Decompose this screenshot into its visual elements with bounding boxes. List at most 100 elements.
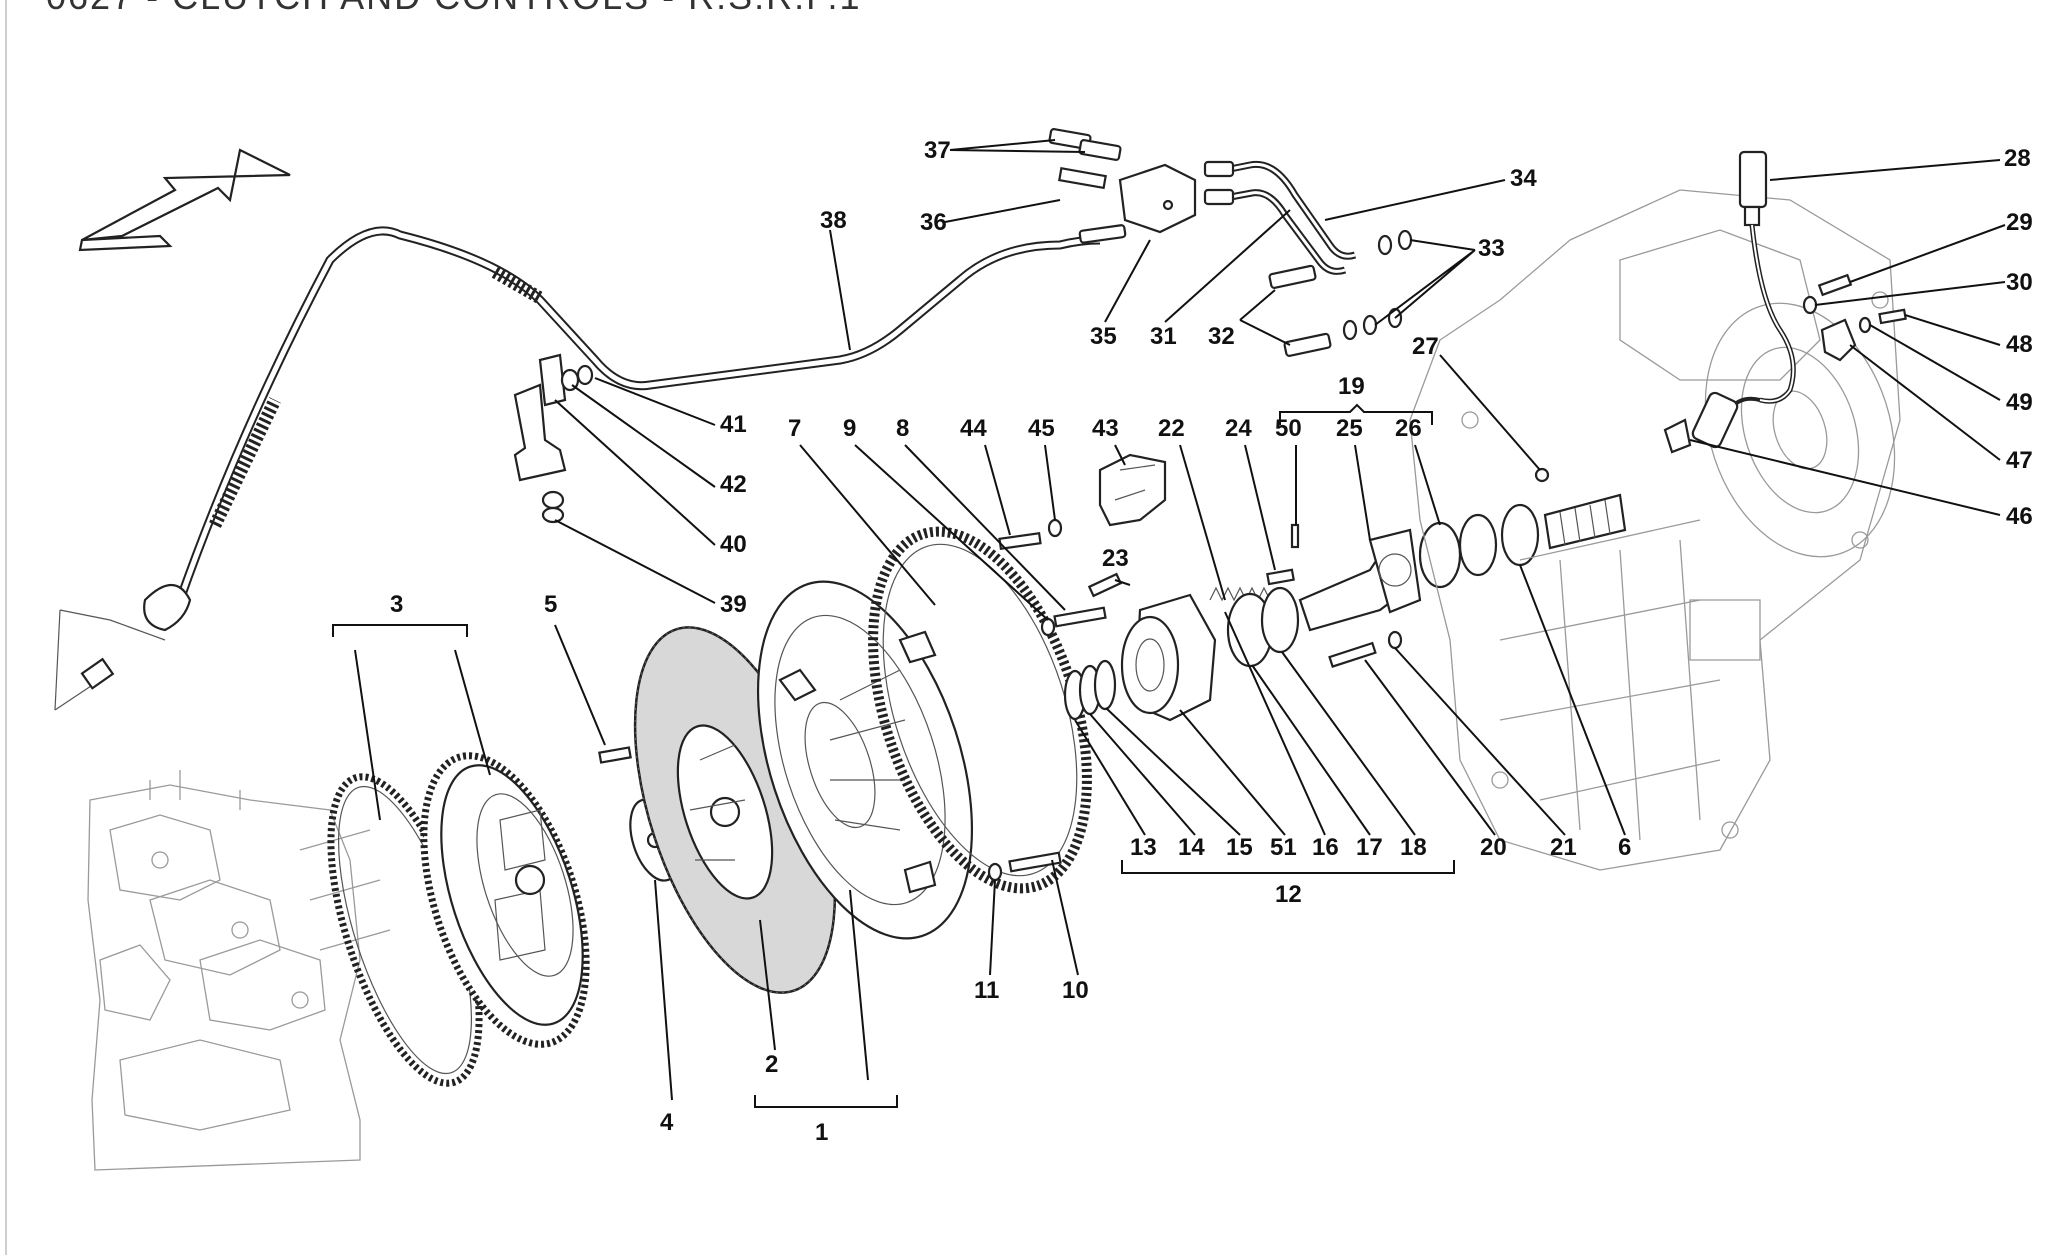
screw-29: [1817, 273, 1853, 297]
nut-42: [560, 368, 580, 392]
callout-50: 50: [1275, 415, 1302, 442]
callout-49: 49: [2006, 389, 2033, 416]
callout-35: 35: [1090, 323, 1117, 350]
callout-labels: 37 36 38 35 31 32 34 33 27 28 29 30 48 4…: [390, 137, 2033, 1146]
bolt-5: [598, 746, 632, 764]
flywheel: [420, 752, 590, 1048]
fitting-35: [1078, 224, 1127, 244]
callout-23: 23: [1102, 545, 1129, 572]
bracket-43: [1098, 453, 1167, 527]
bolt-36: [1058, 166, 1107, 190]
screw-44: [998, 532, 1042, 550]
screw-48: [1878, 308, 1907, 325]
callout-24: 24: [1225, 415, 1252, 442]
diagram-title: 0627 - CLUTCH AND CONTROLS - R.S.R.P.1: [46, 0, 862, 18]
pressure-plate-cover: [756, 580, 974, 940]
washer-49: [1858, 316, 1872, 334]
callout-30: 30: [2006, 269, 2033, 296]
washer-41: [576, 364, 594, 386]
release-bearing: [1120, 593, 1217, 722]
callout-45: 45: [1028, 415, 1055, 442]
callout-6: 6: [1618, 834, 1631, 861]
callout-44: 44: [960, 415, 987, 442]
pipes-31-34: [1203, 160, 1357, 275]
pin-23: [1087, 572, 1123, 598]
hydraulic-line: [175, 226, 1101, 602]
callout-51: 51: [1270, 834, 1297, 861]
callout-27: 27: [1412, 333, 1439, 360]
callout-48: 48: [2006, 331, 2033, 358]
o-ring-25: [1418, 521, 1462, 589]
banjo-bolt-32-a: [1268, 264, 1317, 289]
sensor-28: [1691, 150, 1796, 449]
callout-7: 7: [788, 415, 801, 442]
callout-1: 1: [815, 1119, 828, 1146]
callout-8: 8: [896, 415, 909, 442]
circlip-27: [1534, 467, 1550, 483]
bolt-10: [1008, 851, 1062, 873]
callout-11: 11: [974, 977, 999, 1004]
spring-16: [1209, 586, 1271, 602]
bracket-47: [1820, 318, 1857, 362]
callout-31: 31: [1150, 323, 1177, 350]
callout-18: 18: [1400, 834, 1427, 861]
callout-17: 17: [1356, 834, 1383, 861]
leader-lines: [332, 139, 2006, 1108]
callout-37: 37: [924, 137, 951, 164]
banjo-bolt-32-b: [1283, 332, 1332, 357]
callout-40: 40: [720, 531, 747, 558]
callout-38: 38: [820, 207, 847, 234]
bolt-24: [1266, 568, 1295, 586]
fitting-37-b: [1078, 139, 1122, 161]
callout-10: 10: [1062, 977, 1089, 1004]
callout-39: 39: [720, 591, 747, 618]
pin-50: [1290, 523, 1300, 549]
callout-25: 25: [1336, 415, 1363, 442]
callout-19: 19: [1338, 373, 1365, 400]
slave-cylinder: [1298, 528, 1422, 632]
seal-26: [1458, 513, 1498, 577]
connector-block: [1118, 163, 1197, 234]
direction-arrow-icon: [81, 148, 291, 242]
clip-46: [1663, 418, 1692, 454]
callout-43: 43: [1092, 415, 1119, 442]
callout-12: 12: [1275, 881, 1302, 908]
callout-9: 9: [843, 415, 856, 442]
washer-21: [1387, 630, 1403, 650]
callout-22: 22: [1158, 415, 1185, 442]
gearbox-housing-drawing: [1409, 189, 1901, 871]
callout-47: 47: [2006, 447, 2033, 474]
washer-30: [1802, 295, 1818, 315]
nut-39: [541, 490, 565, 524]
engine-block-drawing: [87, 770, 391, 1171]
callout-29: 29: [2006, 209, 2033, 236]
callout-33: 33: [1478, 235, 1505, 262]
seal-18: [1260, 586, 1300, 654]
callout-41: 41: [720, 411, 747, 438]
callout-20: 20: [1480, 834, 1507, 861]
callout-36: 36: [920, 209, 947, 236]
callout-5: 5: [544, 591, 557, 618]
bracket-40: [513, 353, 567, 482]
callout-4: 4: [660, 1109, 674, 1136]
seal-rings: [1063, 659, 1117, 721]
callout-46: 46: [2006, 503, 2033, 530]
bolt-20: [1328, 641, 1377, 668]
washer-9: [1040, 617, 1056, 637]
callout-42: 42: [720, 471, 747, 498]
washer-11: [987, 862, 1003, 882]
callout-26: 26: [1395, 415, 1422, 442]
callout-34: 34: [1510, 165, 1537, 192]
callout-16: 16: [1312, 834, 1339, 861]
callout-3: 3: [390, 591, 403, 618]
callout-15: 15: [1226, 834, 1253, 861]
callout-2: 2: [765, 1051, 778, 1078]
bolt-8: [1053, 606, 1107, 628]
callout-14: 14: [1178, 834, 1205, 861]
washer-45: [1047, 518, 1063, 538]
callout-32: 32: [1208, 323, 1235, 350]
callout-13: 13: [1130, 834, 1157, 861]
line-end-fitting: [54, 584, 192, 711]
